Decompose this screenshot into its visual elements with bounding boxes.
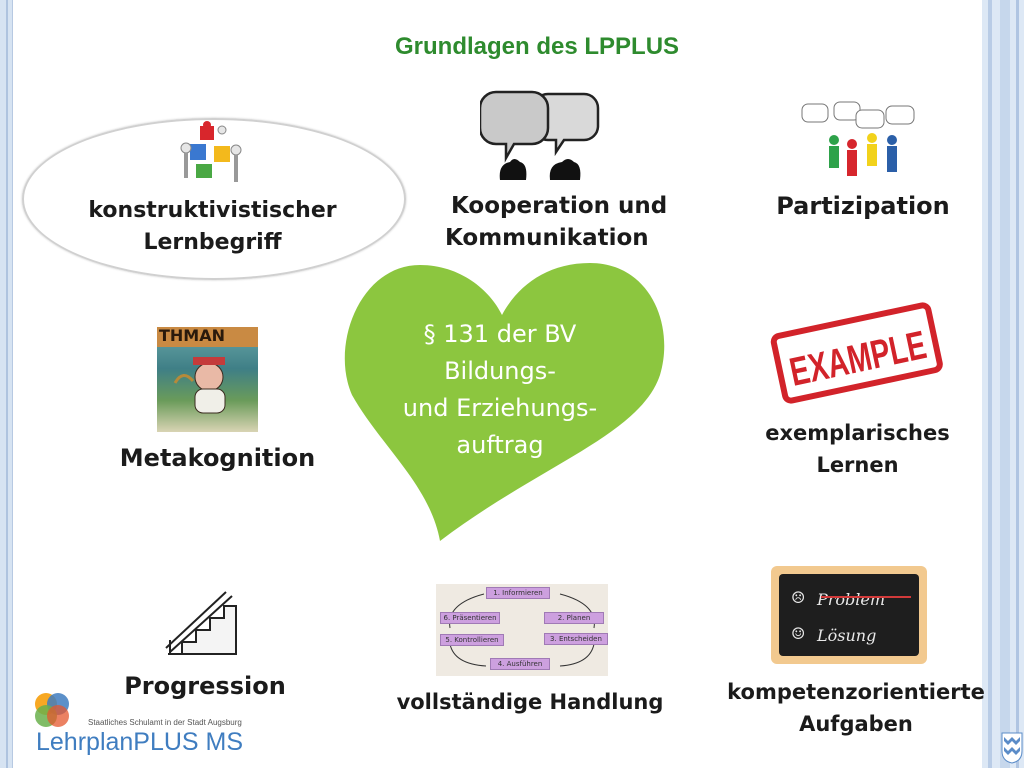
chalkboard-image: ☹ Problem ☺ Lösung [771, 566, 927, 664]
people-discussion-icon [801, 101, 915, 176]
label-exemplarisches-lernen: exemplarisches Lernen [765, 421, 950, 477]
process-cycle-diagram: 1. Informieren 2. Planen 3. Entscheiden … [436, 584, 608, 676]
heart-shape [344, 263, 665, 541]
logo-name: LehrplanPLUS MS [36, 728, 244, 756]
stairs-icon [165, 591, 237, 655]
label-konstruktivistischer-lernbegriff: konstruktivistischer Lernbegriff [88, 198, 337, 255]
label-kompetenzorientierte-aufgaben: kompetenzorientierte Aufgaben [727, 680, 985, 736]
process-step: 1. Informieren [486, 587, 550, 599]
label-partizipation: Partizipation [776, 192, 950, 220]
process-step: 5. Kontrollieren [440, 634, 504, 646]
process-step: 6. Präsentieren [440, 612, 500, 624]
strikethrough-line [821, 596, 911, 598]
slide-left-border [0, 0, 13, 768]
slide-title: Grundlagen des LPPLUS [395, 33, 680, 60]
metakognition-cartoon-image: THMAN [157, 327, 258, 432]
process-step: 3. Entscheiden [544, 633, 608, 645]
board-problem-text: Problem [817, 590, 886, 609]
process-step: 4. Ausführen [490, 658, 550, 670]
smile-face-icon: ☺ [791, 624, 806, 643]
process-step: 2. Planen [544, 612, 604, 624]
speech-bubbles-icon [480, 90, 600, 180]
label-progression: Progression [124, 672, 286, 700]
highlight-ellipse [22, 118, 406, 280]
label-kooperation-kommunikation: Kooperation und Kommunikation [445, 193, 668, 251]
example-stamp-image: EXAMPLE [770, 302, 943, 404]
heart-text: § 131 der BV Bildungs- und Erziehungs- a… [402, 320, 598, 459]
label-vollstaendige-handlung: vollständige Handlung [396, 690, 664, 714]
lehrplanplus-logo-icon [35, 693, 69, 727]
sad-face-icon: ☹ [791, 588, 806, 607]
board-loesung-text: Lösung [817, 626, 877, 645]
label-metakognition: Metakognition [119, 444, 316, 472]
slide-right-border [982, 0, 1024, 768]
logo-subtitle: Staatliches Schulamt in der Stadt Augsbu… [88, 718, 242, 727]
bavarian-crest-icon [1001, 732, 1023, 764]
puzzle-teamwork-icon [180, 121, 242, 182]
